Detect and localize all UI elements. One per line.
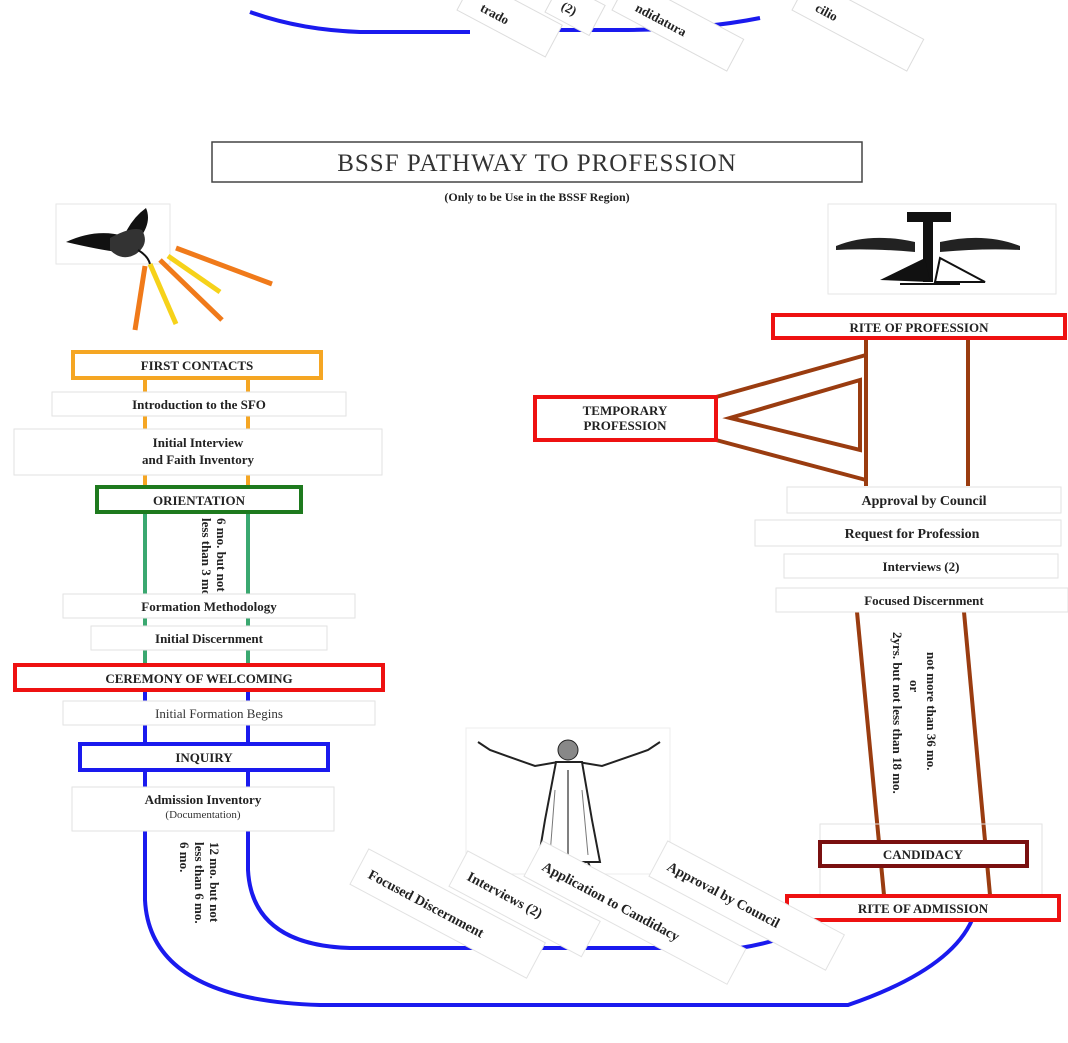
orientation-label: ORIENTATION [153,493,246,508]
intro-sfo-box: Introduction to the SFO [51,391,347,417]
inquiry-label: INQUIRY [175,750,233,765]
page-subtitle: (Only to be Use in the BSSF Region) [444,190,629,204]
first-contacts-box: FIRST CONTACTS [71,350,323,380]
candidacy-duration-1: 2yrs. but not less than 18 mo. [890,632,905,794]
rite-admission-box: RITE OF ADMISSION [785,894,1061,922]
ceremony-welcoming-box: CEREMONY OF WELCOMING [13,663,385,692]
top-fragment: trado (2) ndidatura cilio [249,0,925,72]
title-block: BSSF PATHWAY TO PROFESSION (Only to be U… [211,141,863,204]
interviews-right-box: Interviews (2) [783,553,1059,579]
dove-icon [55,203,273,331]
orientation-duration-2: less than 3 mo. [199,518,214,600]
intro-sfo-label: Introduction to the SFO [132,397,266,412]
candidacy-box: CANDIDACY [818,840,1029,868]
focused-discernment-right-box: Focused Discernment [775,587,1068,613]
orientation-duration: 6 mo. but not less than 3 mo. [199,518,229,600]
formation-methodology-box: Formation Methodology [62,593,356,619]
inquiry-duration-1: 12 mo. but not [207,842,222,923]
inquiry-duration: 12 mo. but not less than 6 mo. 6 mo. [177,842,222,924]
initial-interview-label-1: Initial Interview [153,435,244,450]
rite-admission-label: RITE OF ADMISSION [858,901,989,916]
formation-methodology-label: Formation Methodology [141,599,277,614]
candidacy-duration-3: not more than 36 mo. [924,652,939,771]
request-profession-label: Request for Profession [845,527,980,542]
st-francis-figure-icon [465,727,671,875]
initial-interview-label-2: and Faith Inventory [142,452,254,467]
initial-discernment-box: Initial Discernment [90,625,328,651]
temporary-label-1: TEMPORARY [583,403,668,418]
right-path-lines [715,338,992,896]
candidacy-duration-2: or [907,680,922,693]
temporary-profession-box: TEMPORARY PROFESSION [533,395,718,442]
page-title: BSSF PATHWAY TO PROFESSION [337,150,737,177]
orientation-duration-1: 6 mo. but not [214,518,229,592]
interviews-right-label: Interviews (2) [883,559,960,574]
tau-cross-icon [827,203,1057,295]
orientation-box: ORIENTATION [95,485,303,514]
inquiry-box: INQUIRY [78,742,330,772]
admission-inventory-box: Admission Inventory (Documentation) [71,786,335,832]
first-contacts-label: FIRST CONTACTS [141,358,254,373]
rite-profession-label: RITE OF PROFESSION [850,320,990,335]
initial-interview-box: Initial Interview and Faith Inventory [13,428,383,476]
candidacy-duration: 2yrs. but not less than 18 mo. or not mo… [890,632,939,794]
initial-formation-label: Initial Formation Begins [155,706,283,721]
documentation-label: (Documentation) [165,809,240,821]
inquiry-duration-2: less than 6 mo. [192,842,207,924]
temporary-label-2: PROFESSION [583,418,667,433]
initial-discernment-label: Initial Discernment [155,631,264,646]
request-profession-box: Request for Profession [754,519,1062,547]
fragment-label-2: (2) [559,0,579,19]
admission-inventory-label: Admission Inventory [145,792,262,807]
candidacy-label: CANDIDACY [883,847,964,862]
rite-profession-box: RITE OF PROFESSION [771,313,1067,340]
approval-council-box: Approval by Council [786,486,1062,514]
initial-formation-box: Initial Formation Begins [62,700,376,726]
inquiry-duration-3: 6 mo. [177,842,192,872]
ceremony-welcoming-label: CEREMONY OF WELCOMING [105,671,292,686]
focused-discernment-right-label: Focused Discernment [864,593,984,608]
approval-council-label: Approval by Council [862,494,987,509]
